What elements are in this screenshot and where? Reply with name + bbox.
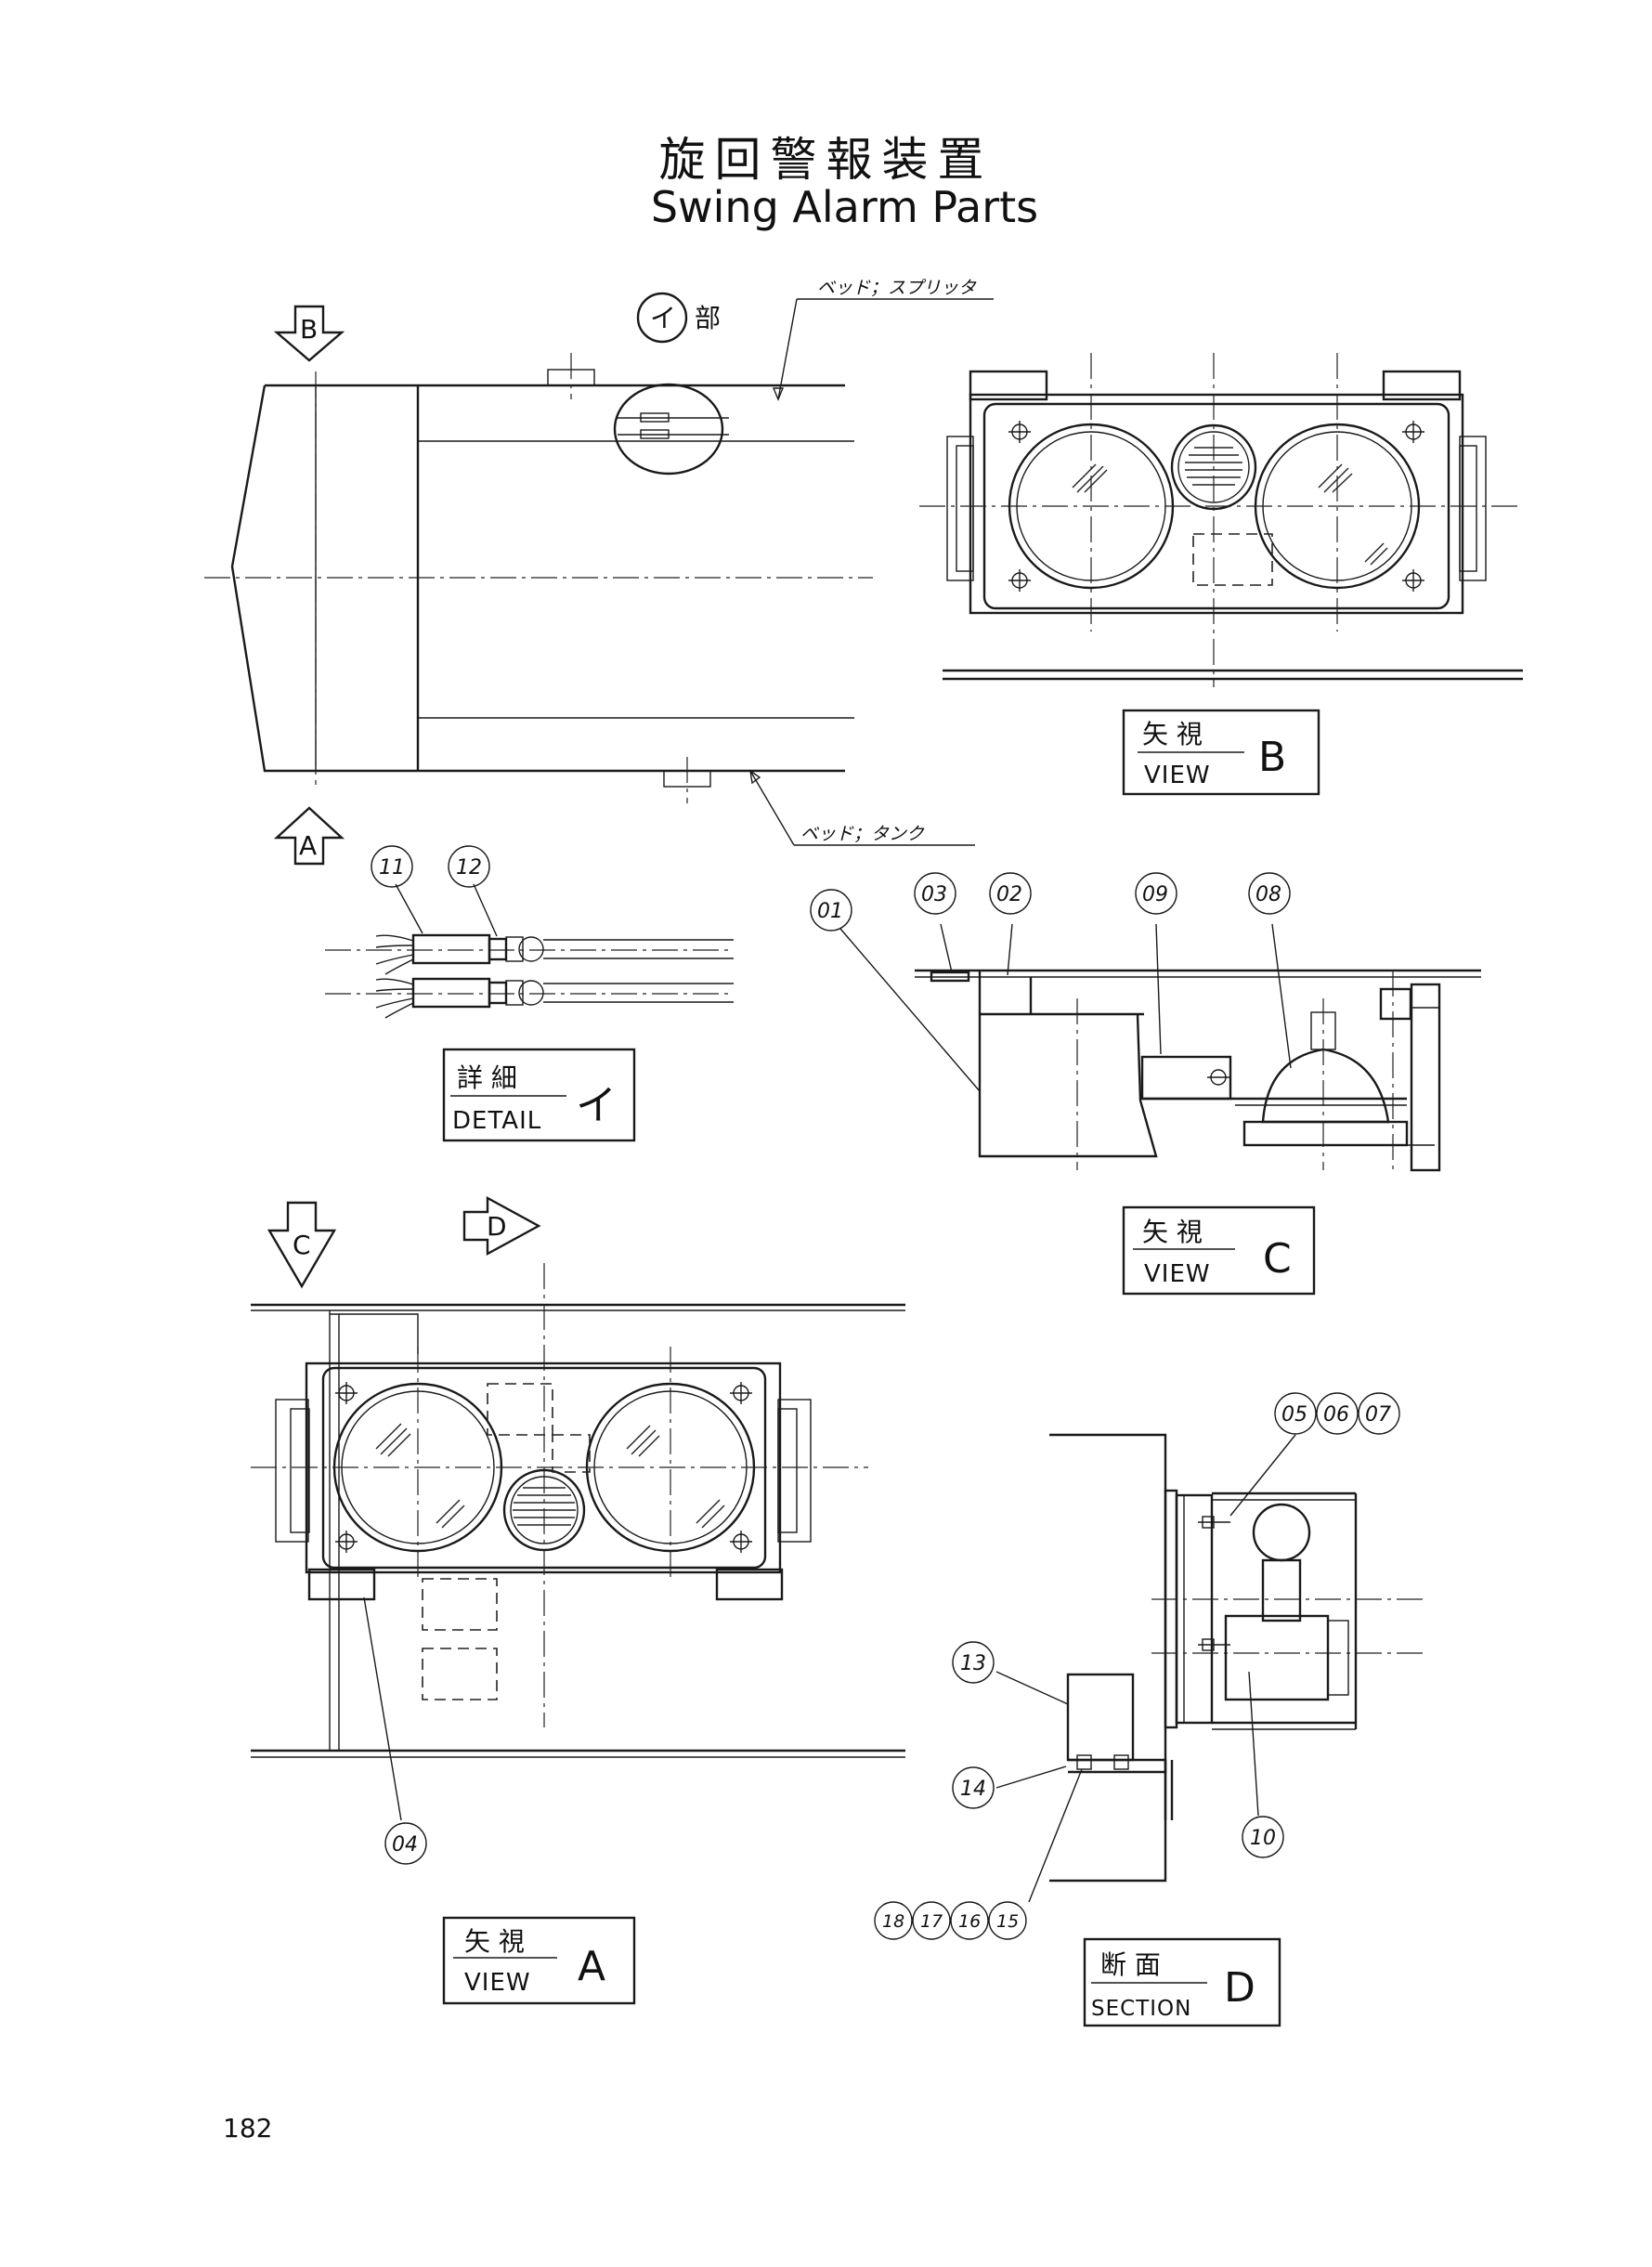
leader-01 [839, 928, 981, 1092]
leader-10 [1248, 1671, 1259, 1817]
view-arrow-b-icon [273, 305, 345, 362]
machine-body-view: B イ 部 ベッド；スプリッタ ベッド；タンク [204, 278, 994, 866]
svg-text:01: 01 [817, 900, 843, 923]
leader-15-18 [1028, 1768, 1083, 1903]
view-arrow-d-icon [462, 1195, 541, 1257]
view-arrow-b-label: B [300, 314, 318, 345]
part-label-12: 12 [448, 845, 490, 888]
part-label-08: 08 [1248, 872, 1291, 915]
part-label-16: 16 [950, 1901, 989, 1940]
part-label-01: 01 [810, 889, 852, 932]
leader-14 [995, 1765, 1067, 1789]
svg-text:05: 05 [1281, 1403, 1307, 1427]
svg-text:04: 04 [392, 1833, 418, 1857]
part-label-10: 10 [1242, 1816, 1284, 1858]
svg-text:18: 18 [882, 1911, 904, 1932]
view-arrow-c-icon [267, 1201, 337, 1289]
view-arrow-d-label: D [487, 1211, 507, 1242]
svg-text:13: 13 [960, 1652, 986, 1675]
mounting-screws-a [335, 1382, 752, 1553]
svg-text:11: 11 [379, 856, 405, 879]
mounting-screws-b [1008, 421, 1424, 592]
svg-text:14: 14 [960, 1778, 986, 1801]
detail-marker-number: イ [650, 303, 676, 333]
svg-text:15: 15 [996, 1911, 1019, 1932]
part-label-14: 14 [952, 1766, 995, 1809]
title-english: Swing Alarm Parts [650, 182, 1039, 232]
detail-marker-circle [636, 292, 688, 344]
leader-02 [1007, 923, 1013, 976]
view-a-caption: 矢 視 VIEW A [442, 1916, 636, 2005]
section-d-letter: D [1224, 1964, 1255, 2012]
part-label-15: 15 [988, 1901, 1027, 1940]
section-d-jp: 断 面 [1100, 1949, 1161, 1980]
section-d-caption: 断 面 SECTION D [1083, 1937, 1281, 2027]
leader-04 [363, 1596, 402, 1821]
svg-text:08: 08 [1255, 883, 1281, 906]
svg-text:16: 16 [958, 1911, 981, 1932]
page-number: 182 [223, 2113, 273, 2143]
detail-i-letter: イ [576, 1082, 617, 1129]
leader-13 [995, 1671, 1069, 1705]
detail-i-jp: 詳 細 [457, 1062, 517, 1093]
leader-03 [940, 923, 953, 973]
detail-i-caption: 詳 細 DETAIL イ [442, 1048, 636, 1142]
svg-text:02: 02 [996, 883, 1022, 906]
part-label-09: 09 [1135, 872, 1177, 915]
title-japanese: 旋回警報装置 [658, 133, 994, 187]
detail-i-en: DETAIL [452, 1107, 541, 1135]
view-c-caption: 矢 視 VIEW C [1122, 1205, 1316, 1296]
view-c-jp: 矢 視 [1142, 1217, 1203, 1247]
part-label-13: 13 [952, 1641, 995, 1684]
leader-08 [1271, 923, 1292, 1069]
view-arrow-a-label: A [299, 830, 317, 861]
part-label-05: 05 [1274, 1392, 1317, 1435]
part-label-17: 17 [912, 1901, 951, 1940]
part-label-03: 03 [914, 872, 956, 915]
part-label-04: 04 [384, 1822, 427, 1865]
view-arrow-a-icon [273, 806, 345, 866]
view-a-jp: 矢 視 [464, 1926, 525, 1957]
bottom-leader-note: ベッド；タンク [800, 824, 925, 844]
svg-text:10: 10 [1250, 1827, 1276, 1850]
detail-marker-suffix: 部 [695, 303, 721, 333]
svg-text:12: 12 [456, 856, 482, 879]
section-d-drawing [1049, 1433, 1425, 1883]
part-label-11: 11 [371, 845, 413, 888]
svg-text:03: 03 [921, 883, 947, 906]
view-c-letter: C [1263, 1235, 1292, 1283]
svg-text:09: 09 [1142, 883, 1168, 906]
view-b-jp: 矢 視 [1142, 719, 1203, 749]
view-a-drawing: C D [251, 1195, 905, 1821]
part-label-18: 18 [874, 1901, 913, 1940]
view-b-en: VIEW [1144, 762, 1211, 789]
svg-text:07: 07 [1365, 1403, 1391, 1427]
view-arrow-c-label: C [293, 1230, 311, 1260]
top-leader-note: ベッド；スプリッタ [817, 278, 977, 298]
svg-text:17: 17 [920, 1911, 943, 1932]
leader-09 [1155, 923, 1162, 1055]
part-label-07: 07 [1358, 1392, 1400, 1435]
view-b-caption: 矢 視 VIEW B [1122, 709, 1320, 796]
view-b-drawing [919, 353, 1523, 687]
view-c-en: VIEW [1144, 1260, 1211, 1288]
detail-i-drawing [325, 883, 734, 1019]
view-b-letter: B [1258, 734, 1286, 781]
section-d-en: SECTION [1091, 1997, 1191, 2021]
part-label-02: 02 [989, 872, 1032, 915]
leader-05-07 [1229, 1434, 1296, 1517]
part-label-06: 06 [1316, 1392, 1359, 1435]
view-c-drawing [915, 969, 1481, 1172]
view-a-letter: A [578, 1943, 605, 1990]
view-a-en: VIEW [464, 1969, 531, 1997]
svg-text:06: 06 [1323, 1403, 1349, 1427]
